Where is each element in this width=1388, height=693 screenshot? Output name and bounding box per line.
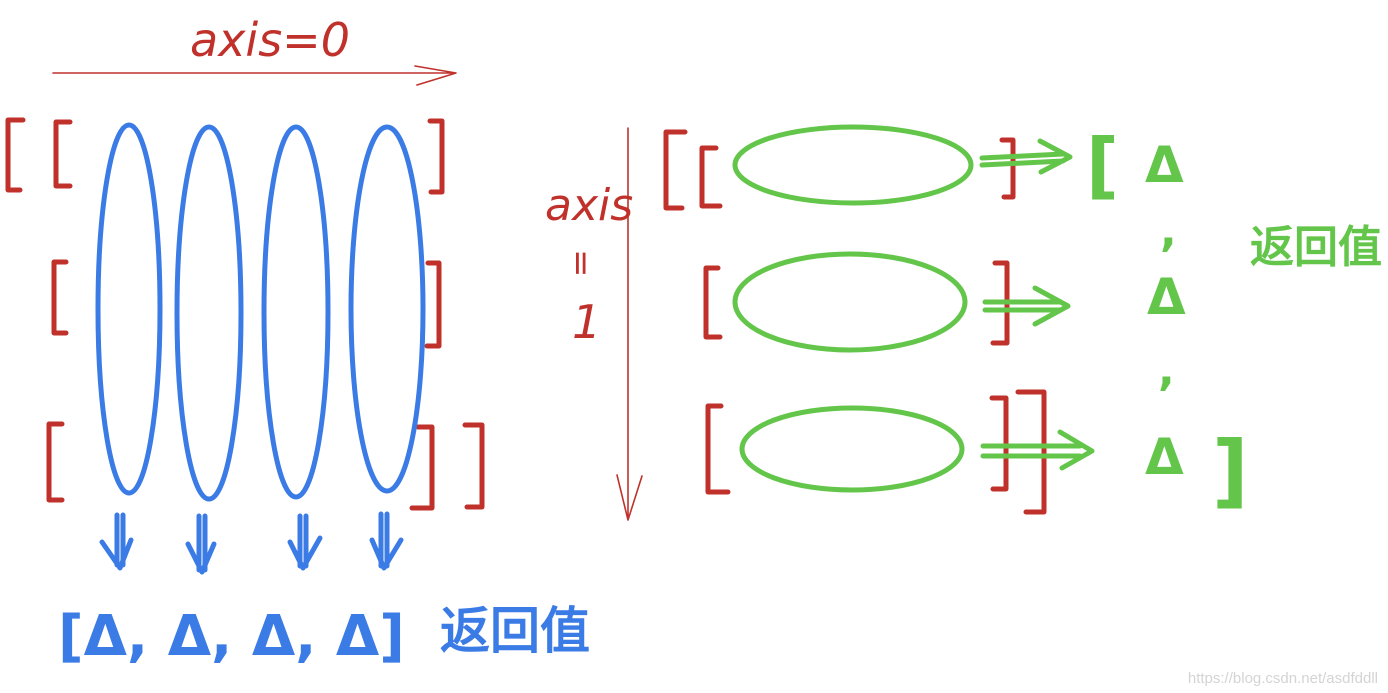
row1-close-bracket bbox=[427, 118, 445, 195]
column-loop-4 bbox=[348, 124, 426, 494]
column-loop-2 bbox=[174, 124, 244, 502]
outer-close-bracket bbox=[462, 422, 485, 510]
axis1-result-2: Δ bbox=[1147, 268, 1186, 326]
axis1-separator-2: , bbox=[1158, 345, 1175, 396]
outer-open-bracket bbox=[5, 117, 26, 193]
axis1-close-bracket: ] bbox=[1212, 424, 1249, 517]
axis1-section: axis = 1 [ Δ , Δ , bbox=[545, 123, 1382, 521]
row1-open-bracket-r bbox=[699, 145, 723, 209]
axis1-right-arrows bbox=[979, 138, 1095, 471]
row2-open-bracket-r bbox=[703, 265, 723, 340]
row-loop-2 bbox=[732, 251, 968, 353]
row3-open-bracket bbox=[46, 421, 65, 503]
axis1-row-loops bbox=[732, 124, 974, 493]
axis0-result: [Δ, Δ, Δ, Δ] bbox=[58, 604, 405, 669]
row2-open-bracket bbox=[51, 259, 69, 336]
axis1-label-equals: = bbox=[561, 249, 601, 278]
outer-close-bracket-r bbox=[1015, 389, 1047, 515]
row1-close-bracket-r bbox=[999, 137, 1016, 200]
axis0-array-brackets bbox=[5, 117, 485, 511]
row1-open-bracket bbox=[53, 119, 73, 189]
row3-open-bracket-r bbox=[705, 403, 731, 495]
axis0-column-loops bbox=[95, 122, 426, 502]
axis1-arrow bbox=[616, 127, 643, 521]
row3-close-bracket bbox=[409, 424, 435, 511]
axis0-return-label: 返回值 bbox=[440, 602, 590, 660]
column-loop-3 bbox=[261, 124, 331, 500]
axis0-down-arrows bbox=[99, 511, 404, 575]
right-arrow-3 bbox=[980, 429, 1095, 471]
axis1-result-1: Δ bbox=[1145, 136, 1184, 194]
column-loop-1 bbox=[95, 122, 163, 496]
axis0-section: axis=0 [Δ, Δ, Δ, Δ] 返回值 bbox=[5, 13, 590, 669]
row-loop-3 bbox=[739, 405, 965, 493]
right-arrow-2 bbox=[982, 285, 1071, 327]
axis1-result-3: Δ bbox=[1145, 428, 1184, 486]
right-arrow-1 bbox=[979, 138, 1073, 175]
axis1-separator-1: , bbox=[1160, 206, 1177, 257]
axis0-label: axis=0 bbox=[190, 13, 350, 67]
outer-open-bracket-r bbox=[663, 129, 688, 211]
row2-close-bracket bbox=[424, 260, 442, 349]
axis1-open-bracket: [ bbox=[1086, 123, 1119, 207]
axis0-arrow bbox=[52, 65, 457, 86]
down-arrow-4 bbox=[369, 511, 404, 571]
row-loop-1 bbox=[732, 124, 974, 206]
watermark-text: https://blog.csdn.net/asdfddll bbox=[1187, 670, 1378, 687]
down-arrow-3 bbox=[287, 513, 323, 571]
axis1-label-value: 1 bbox=[572, 295, 601, 349]
axis1-label-word: axis bbox=[545, 180, 633, 231]
axis1-return-label: 返回值 bbox=[1250, 222, 1382, 273]
down-arrow-1 bbox=[99, 512, 134, 571]
down-arrow-2 bbox=[185, 513, 217, 575]
